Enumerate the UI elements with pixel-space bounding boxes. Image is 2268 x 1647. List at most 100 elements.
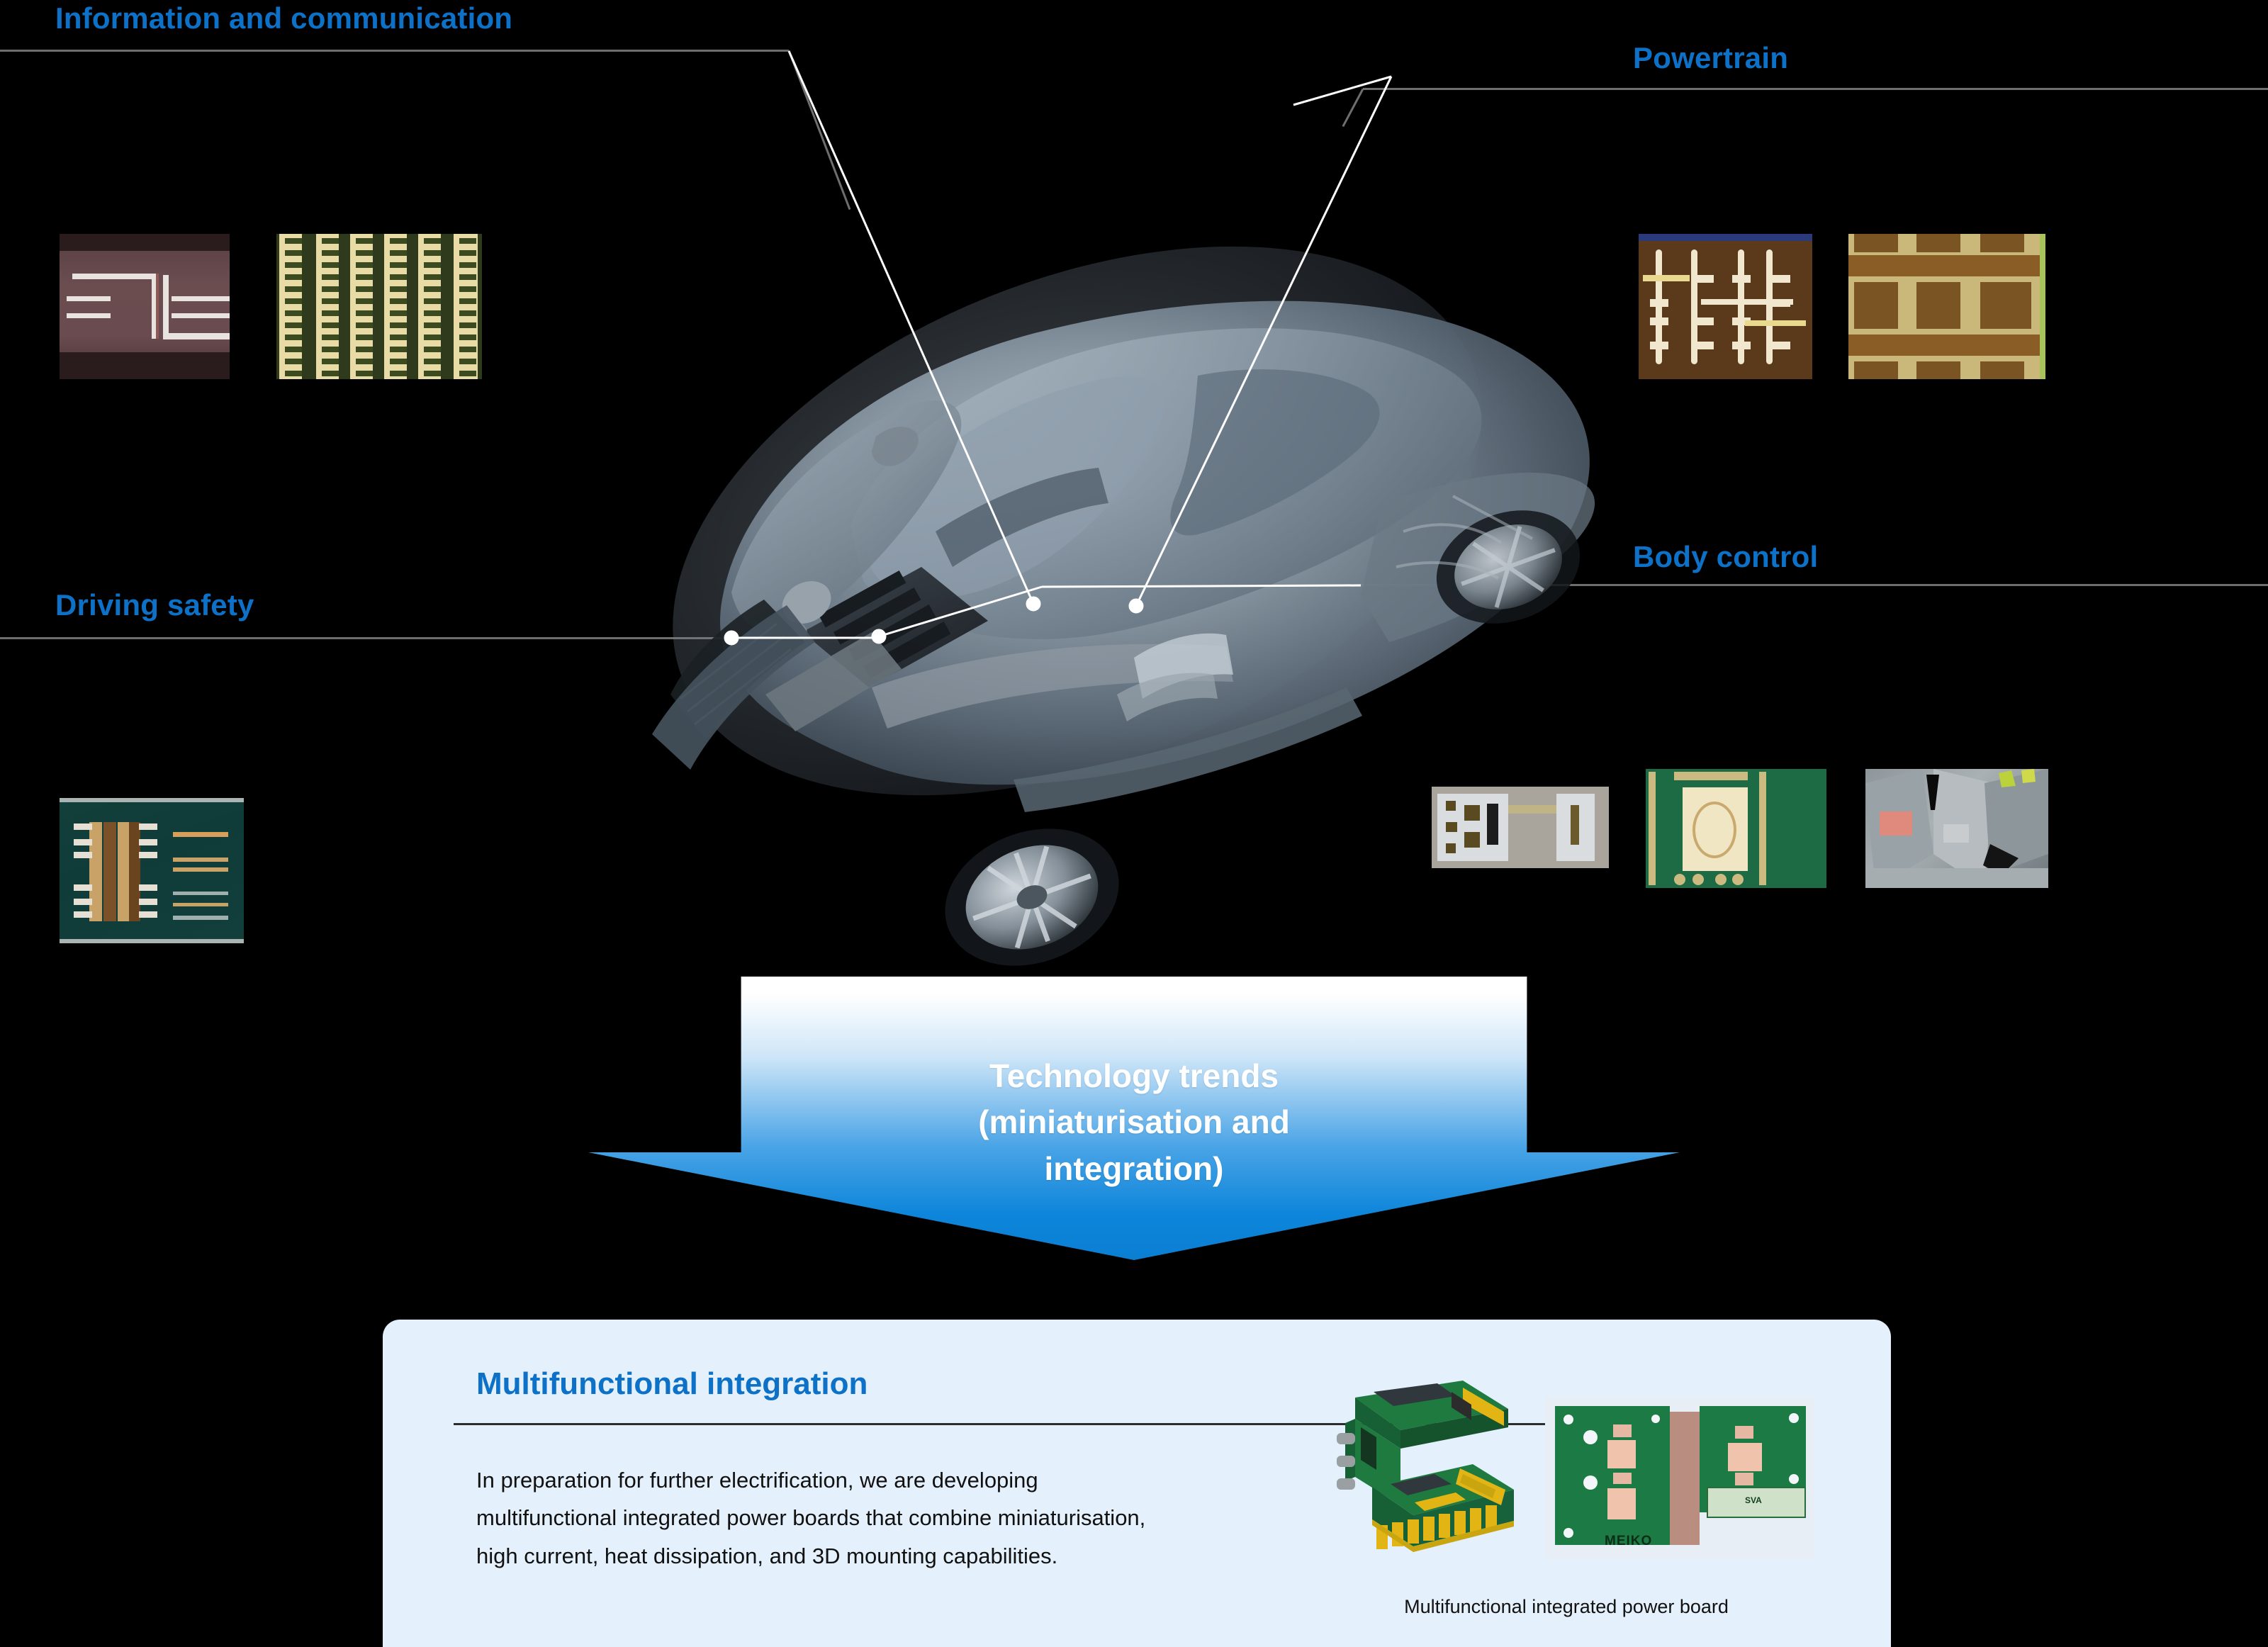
figure-bc-folded-board <box>1865 769 2048 888</box>
board-brand-label: MEIKO <box>1605 1534 1653 1548</box>
figure-caption: Multifunctional integrated power board <box>1404 1596 1729 1617</box>
label-driving-safety: Driving safety <box>55 588 254 622</box>
card-body-line-1: In preparation for further electrificati… <box>476 1468 1038 1493</box>
figure-ic-fine-pitch-pads <box>276 234 482 379</box>
pad-tooth <box>356 274 373 280</box>
leader-rule-information <box>0 50 789 52</box>
pad-tooth <box>356 310 373 316</box>
pad-tooth <box>459 347 476 352</box>
pad-tooth <box>322 335 339 340</box>
pad-tooth <box>459 286 476 292</box>
pad-tooth <box>322 274 339 280</box>
board-connector-label: SVA <box>1745 1495 1762 1505</box>
pad-tooth <box>390 262 407 268</box>
pad-tooth <box>285 322 302 328</box>
pad-tooth <box>285 238 302 244</box>
pad-tooth <box>424 238 441 244</box>
card-divider <box>454 1423 1595 1425</box>
arrow-label-line-3: integration) <box>1044 1149 1224 1187</box>
card-body-line-3: high current, heat dissipation, and 3D m… <box>476 1543 1058 1568</box>
pad-tooth <box>390 274 407 280</box>
figure-flat-power-board: MEIKO SVA <box>1545 1396 1814 1559</box>
pad-tooth <box>424 286 441 292</box>
pad-tooth <box>424 310 441 316</box>
pad-tooth <box>356 262 373 268</box>
label-information-and-communication: Information and communication <box>55 1 513 35</box>
card-body-line-2: multifunctional integrated power boards … <box>476 1505 1146 1531</box>
pad-tooth <box>424 262 441 268</box>
card-body-text: In preparation for further electrificati… <box>476 1461 1256 1575</box>
pad-tooth <box>424 250 441 256</box>
pad-tooth <box>285 371 302 376</box>
pad-tooth <box>424 274 441 280</box>
pad-tooth <box>390 322 407 328</box>
pad-tooth <box>285 262 302 268</box>
figure-ds-connector-board <box>60 798 244 943</box>
arrow-label-line-2: (miniaturisation and <box>978 1103 1290 1141</box>
pad-tooth <box>424 322 441 328</box>
pad-tooth <box>356 322 373 328</box>
pad-tooth <box>356 371 373 376</box>
pad-tooth <box>322 298 339 304</box>
figure-pt-copper-grid <box>1848 234 2045 379</box>
label-powertrain: Powertrain <box>1633 41 1789 74</box>
pad-tooth <box>424 335 441 340</box>
pad-tooth <box>459 371 476 376</box>
pad-tooth <box>356 335 373 340</box>
pad-tooth <box>356 298 373 304</box>
pad-tooth <box>459 262 476 268</box>
pad-tooth <box>322 286 339 292</box>
pad-tooth <box>459 322 476 328</box>
arrow-label: Technology trends (miniaturisation and i… <box>588 1053 1680 1192</box>
label-body-control: Body control <box>1633 540 1819 573</box>
pad-tooth <box>390 310 407 316</box>
pad-tooth <box>390 347 407 352</box>
technology-trends-arrow: Technology trends (miniaturisation and i… <box>588 977 1680 1260</box>
leader-rule-powertrain <box>1363 88 2268 90</box>
pad-tooth <box>390 238 407 244</box>
pad-tooth <box>285 250 302 256</box>
arrow-label-line-1: Technology trends <box>989 1057 1279 1094</box>
leader-rule-body-control <box>1347 584 2268 586</box>
figure-pt-cross-section <box>1639 234 1812 379</box>
pad-tooth <box>285 335 302 340</box>
pad-tooth <box>356 238 373 244</box>
power-board-figure: MEIKO SVA <box>1318 1376 1814 1596</box>
pad-tooth <box>356 286 373 292</box>
pad-tooth <box>459 359 476 364</box>
pad-tooth <box>285 310 302 316</box>
leader-rule-driving-safety <box>0 637 789 639</box>
pad-tooth <box>322 359 339 364</box>
figure-bc-cavity-board <box>1646 769 1826 888</box>
pad-tooth <box>356 359 373 364</box>
card-title: Multifunctional integration <box>476 1366 868 1401</box>
pad-tooth <box>459 274 476 280</box>
pad-tooth <box>390 250 407 256</box>
pad-tooth <box>459 298 476 304</box>
pad-tooth <box>459 238 476 244</box>
pad-tooth <box>424 359 441 364</box>
pad-tooth <box>390 286 407 292</box>
pad-tooth <box>390 371 407 376</box>
pad-tooth <box>459 335 476 340</box>
pad-tooth <box>322 262 339 268</box>
pad-tooth <box>424 298 441 304</box>
pad-tooth <box>459 310 476 316</box>
pad-tooth <box>356 250 373 256</box>
pad-tooth <box>424 371 441 376</box>
pad-tooth <box>390 335 407 340</box>
figure-ic-microstrip-trace <box>60 234 230 379</box>
pad-tooth <box>322 322 339 328</box>
pad-tooth <box>390 359 407 364</box>
pad-tooth <box>285 274 302 280</box>
pad-tooth <box>322 310 339 316</box>
pad-tooth <box>285 298 302 304</box>
figure-bc-flex-board <box>1432 787 1609 868</box>
pad-tooth <box>459 250 476 256</box>
pad-tooth <box>285 286 302 292</box>
pad-tooth <box>322 238 339 244</box>
pad-tooth <box>356 347 373 352</box>
multifunctional-integration-card: Multifunctional integration In preparati… <box>383 1320 1891 1647</box>
pad-tooth <box>285 359 302 364</box>
pad-tooth <box>285 347 302 352</box>
